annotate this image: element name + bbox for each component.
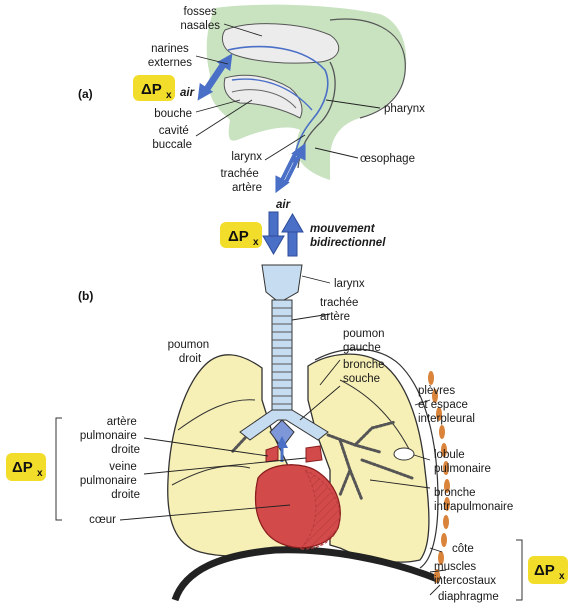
label-artere-pulmonaire: artère pulmonaire droite (80, 416, 140, 456)
label-coeur: cœur (89, 514, 116, 526)
delta-px-badge-middle: ΔP x (220, 222, 262, 248)
delta-px-badge-right: ΔP x (528, 556, 568, 584)
svg-text:ΔP: ΔP (141, 81, 162, 98)
label-lobule: lobule pulmonaire (434, 449, 491, 475)
label-cote: côte (452, 543, 474, 555)
label-diaphragme: diaphragme (438, 591, 499, 603)
panel-label-a: (a) (78, 87, 93, 101)
label-muscles: muscles intercostaux (434, 561, 496, 587)
svg-text:x: x (253, 237, 259, 248)
label-air-a: air (180, 87, 195, 99)
label-poumon-gauche: poumon gauche (343, 328, 388, 354)
label-air-b: air (276, 199, 291, 211)
bidirectional-arrows (263, 212, 303, 256)
svg-text:ΔP: ΔP (228, 228, 249, 245)
label-narines-externes: narines externes (148, 43, 192, 69)
pulmonary-vein-stub (306, 446, 322, 462)
label-oesophage: œsophage (360, 153, 415, 165)
svg-text:ΔP: ΔP (12, 459, 33, 476)
svg-text:x: x (166, 90, 172, 101)
label-poumon-droit: poumon droit (168, 339, 213, 365)
delta-px-badge-a: ΔP x (133, 75, 175, 101)
label-bouche: bouche (154, 108, 192, 120)
svg-text:x: x (37, 468, 43, 479)
label-mouvement: mouvement bidirectionnel (310, 223, 386, 249)
svg-text:x: x (559, 571, 565, 582)
label-veine-pulmonaire: veine pulmonaire droite (80, 461, 140, 501)
larynx-shape (262, 265, 302, 300)
panel-label-b: (b) (78, 289, 93, 303)
pulmonary-lobule (394, 448, 414, 460)
label-larynx-b: larynx (334, 278, 365, 290)
right-bracket (516, 540, 522, 600)
svg-text:ΔP: ΔP (534, 562, 555, 579)
label-cavite-buccale: cavité buccale (152, 125, 192, 151)
left-bracket (56, 418, 62, 520)
label-trachee-a: trachée artère (220, 168, 262, 194)
label-pharynx: pharynx (384, 103, 425, 115)
label-trachee-b: trachée artère (320, 297, 362, 323)
thorax-section (168, 265, 450, 600)
label-plevres: plèvres et espace interpleural (418, 385, 475, 425)
delta-px-badge-left: ΔP x (6, 453, 46, 481)
label-larynx-a: larynx (231, 151, 262, 163)
